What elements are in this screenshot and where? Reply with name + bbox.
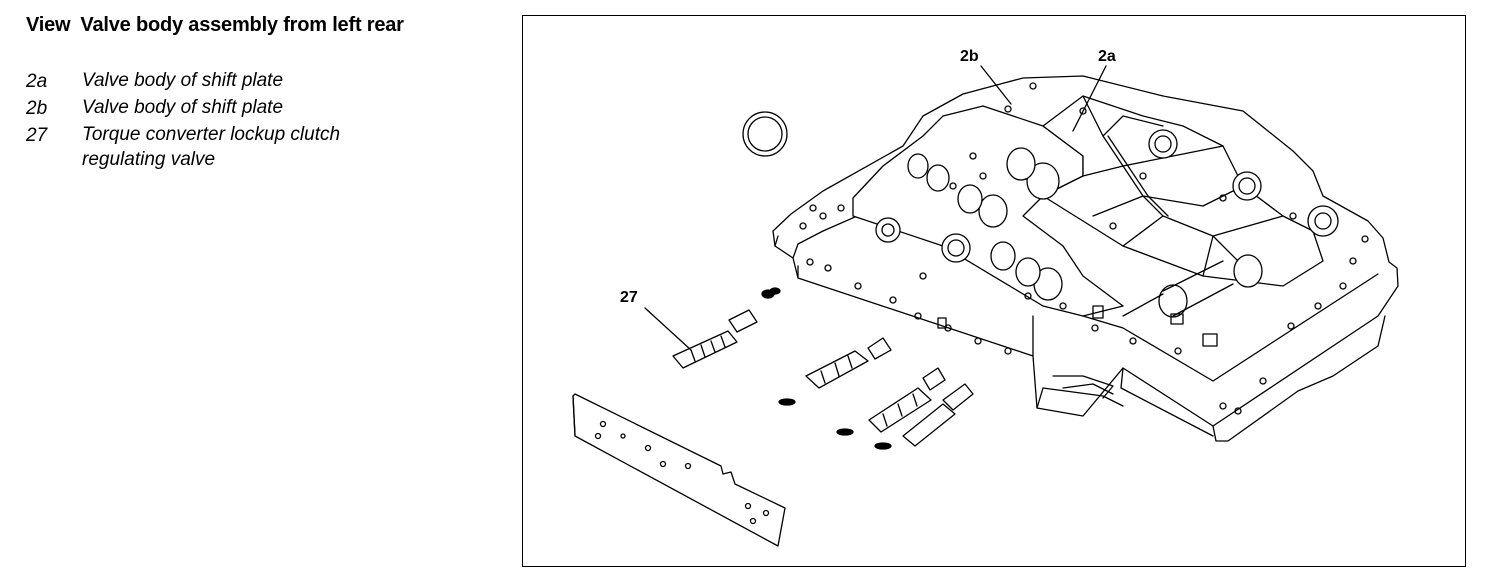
- diagram-frame: 2b 2a 27: [522, 15, 1466, 567]
- callout-27: 27: [620, 289, 638, 306]
- callout-2a: 2a: [1098, 48, 1116, 65]
- legend-description: Torque converter lockup clutch regulatin…: [82, 124, 341, 170]
- legend-code: 2b: [26, 98, 48, 119]
- separator-plate: [572, 393, 786, 547]
- legend-row: 2b Valve body of shift plate: [26, 95, 402, 122]
- bolt-holes: [799, 82, 1369, 415]
- legend-code: 2a: [26, 71, 48, 92]
- regulating-valve-27: [672, 287, 781, 369]
- rear-lower-block: [1212, 315, 1386, 442]
- figure-title: View Valve body assembly from left rear: [26, 14, 404, 37]
- legend-code: 27: [26, 125, 48, 146]
- legend-row: 2a Valve body of shift plate: [26, 68, 402, 95]
- legend-description: Valve body of shift plate: [82, 70, 284, 91]
- view-label: View: [26, 14, 71, 36]
- parts-legend: 2a Valve body of shift plate 2b Valve bo…: [26, 68, 402, 172]
- legend-row: 27 Torque converter lockup clutch regula…: [26, 122, 402, 172]
- loose-spools: [778, 337, 974, 450]
- valve-body-assembly: [742, 75, 1399, 442]
- callouts: 2b 2a 27: [620, 48, 1116, 351]
- callout-2b: 2b: [960, 48, 979, 65]
- legend-description: Valve body of shift plate: [82, 97, 284, 118]
- bore-spools: [907, 147, 1263, 318]
- title-text: Valve body assembly from left rear: [80, 14, 404, 36]
- ribs: [1082, 95, 1284, 277]
- valve-body-illustration: 2b 2a 27: [572, 48, 1399, 547]
